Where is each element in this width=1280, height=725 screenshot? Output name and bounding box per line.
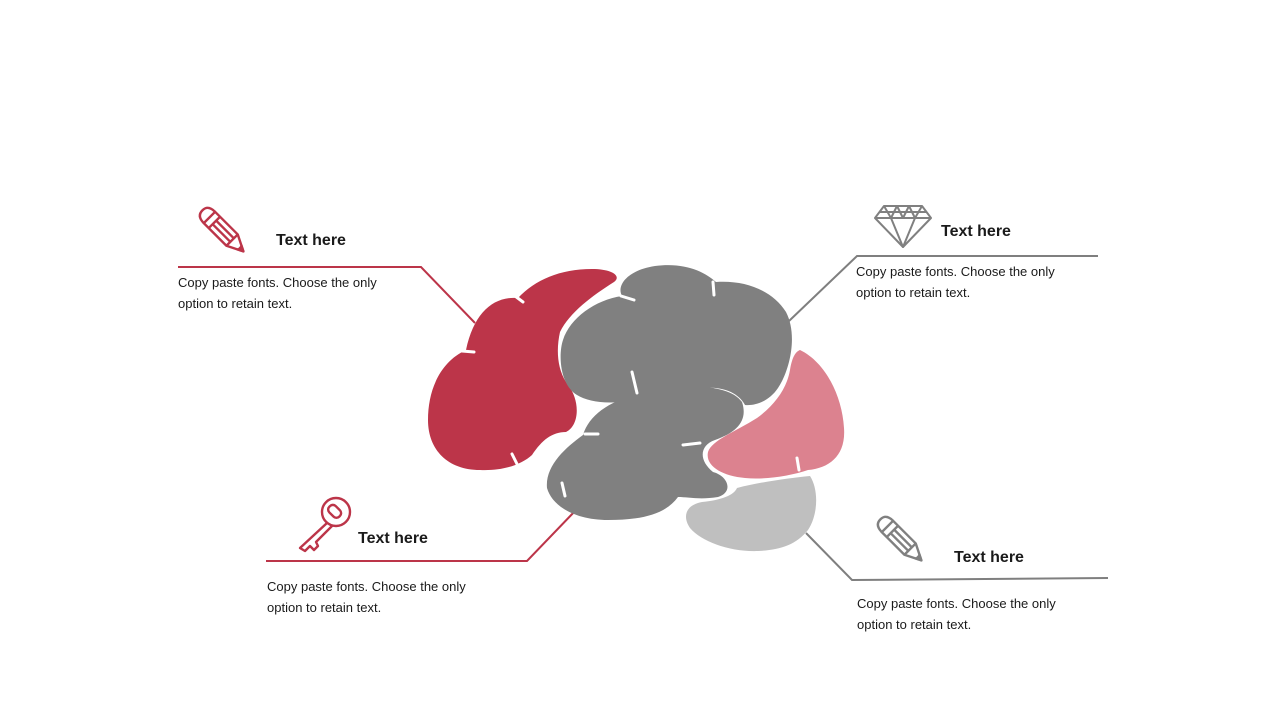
desc-line: Copy paste fonts. Choose the only xyxy=(857,596,1056,611)
key-icon xyxy=(298,496,352,553)
brain-graphic xyxy=(428,265,845,552)
desc-line: Copy paste fonts. Choose the only xyxy=(856,264,1055,279)
desc-line: option to retain text. xyxy=(857,617,972,632)
parietal-lobe xyxy=(560,265,792,406)
callout-desc-bottom-left: Copy paste fonts. Choose the only option… xyxy=(267,576,497,618)
desc-line: Copy paste fonts. Choose the only xyxy=(178,275,377,290)
desc-line: option to retain text. xyxy=(856,285,971,300)
callout-desc-top-left: Copy paste fonts. Choose the only option… xyxy=(178,272,408,314)
diamond-icon xyxy=(874,205,932,248)
desc-line: option to retain text. xyxy=(267,600,382,615)
pencil-icon xyxy=(198,206,245,253)
callout-desc-top-right: Copy paste fonts. Choose the only option… xyxy=(856,261,1086,303)
occipital-lobe xyxy=(707,350,845,479)
pencil-icon-gray xyxy=(876,515,923,562)
callout-desc-bottom-right: Copy paste fonts. Choose the only option… xyxy=(857,593,1087,635)
desc-line: Copy paste fonts. Choose the only xyxy=(267,579,466,594)
cerebellum xyxy=(686,476,817,552)
frontal-lobe xyxy=(428,269,617,471)
connector-bottom-right xyxy=(805,532,1109,582)
connector-bottom-left xyxy=(266,509,577,562)
callout-title-top-right: Text here xyxy=(941,223,1011,240)
connector-top-left xyxy=(178,266,476,324)
callout-title-bottom-right: Text here xyxy=(954,549,1024,566)
connector-top-right xyxy=(788,255,1098,322)
temporal-lobe xyxy=(546,386,744,520)
desc-line: option to retain text. xyxy=(178,296,293,311)
callout-title-top-left: Text here xyxy=(276,232,346,249)
brain-sulci xyxy=(460,280,801,498)
callout-title-bottom-left: Text here xyxy=(358,530,428,547)
